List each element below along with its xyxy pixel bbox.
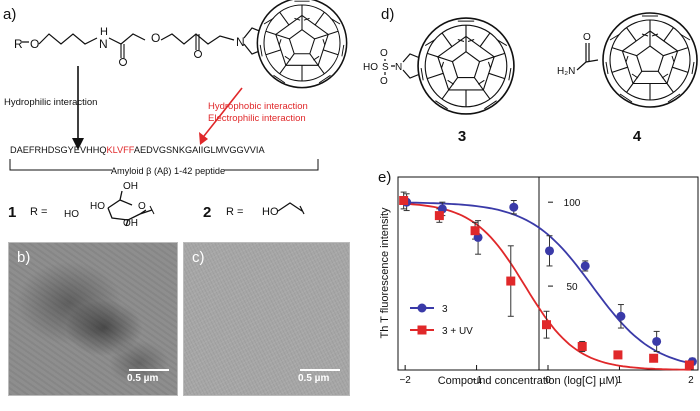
data-point-series-2 (434, 211, 444, 221)
legend-label-series-1: 3 (442, 304, 448, 315)
hydrophilic-arrow-head (72, 138, 84, 150)
data-point-series-1 (652, 336, 662, 346)
compound-4-o-label: O (583, 32, 591, 43)
compound-3-n-label: N (395, 62, 402, 73)
ethyl-bond (277, 202, 305, 215)
scale-bar-b (129, 369, 169, 371)
y-tick-label: 50 (566, 282, 578, 293)
legend-label-series-2: 3 + UV (442, 326, 473, 337)
compound-number-3: 3 (458, 128, 466, 145)
data-point-series-1 (545, 246, 554, 256)
wavy-bond (149, 205, 155, 215)
data-point-series-2 (684, 360, 694, 370)
sequence-part-2: AEDVGSNKGAIIGLMVGGVVIA (134, 145, 266, 155)
compound-3-s-label: S (382, 62, 389, 73)
y-tick-label: 100 (564, 198, 581, 209)
y-ticks: 50 100 (548, 198, 581, 293)
legend-marker-series-1 (417, 303, 427, 313)
glucose-ho-label: HO (64, 209, 79, 220)
fullerene-c60-4 (602, 12, 698, 108)
scale-label-b: 0.5 µm (127, 373, 159, 384)
glucose-oh-label: OH (123, 181, 138, 192)
data-point-series-1 (616, 311, 626, 321)
data-point-series-2 (506, 276, 516, 286)
carbonyl-oxygen (194, 50, 202, 58)
fullerene-c60-3 (417, 17, 515, 115)
compound-4-bonds (576, 43, 629, 73)
oxygen-label: O (151, 31, 160, 45)
compound-3-o-label: O (380, 76, 388, 87)
data-point-series-1 (580, 261, 590, 271)
data-point-series-2 (649, 353, 659, 363)
data-point-series-2 (399, 195, 409, 205)
panel-label-d: d) (381, 6, 394, 23)
x-tick-label: 2 (688, 375, 694, 386)
compound-4-h2n-label: H₂N (557, 66, 575, 77)
x-axis-label: Compound concentration (log[C] µM) (438, 375, 619, 387)
data-point-series-1 (509, 202, 519, 212)
compound-3-structure: HO S O O N (363, 17, 515, 115)
peptide-caption-bg (112, 164, 224, 176)
compound-2-r-label: R = (226, 206, 243, 218)
ethanol-ho-label: HO (262, 206, 279, 218)
sequence-klvff: KLVFF (106, 145, 134, 155)
panel-label-a: a) (3, 6, 16, 23)
linker-molecule: R O N H O N (14, 0, 348, 89)
compound-3-ho-label: HO (363, 62, 378, 73)
compound-number-1: 1 (8, 204, 16, 221)
glucose-ring-oxygen: O (138, 201, 146, 212)
hydrophobic-interaction-label: Hydrophobic interaction (208, 101, 308, 112)
linker-chain-bonds (22, 33, 235, 45)
peptide-caption: Amyloid β (Aβ) 1-42 peptide (111, 166, 225, 176)
compound-1-r-label: R = (30, 206, 47, 218)
compound-3-o-label: O (380, 48, 388, 59)
glucose-ring (107, 190, 153, 227)
oxygen-label: O (30, 37, 39, 51)
panel-label-b: b) (17, 249, 31, 266)
peptide-sequence: DAEFRHDSGYEVHHQKLVFFAEDVGSNKGAIIGLMVGGVV… (10, 145, 265, 155)
data-point-series-2 (542, 320, 551, 330)
glucose-oh-label: OH (123, 218, 138, 229)
tht-chart: −2 −1 0 1 2 50 100 Compound concentration (lo… (379, 176, 699, 387)
data-points (399, 195, 697, 370)
panel-label-c: c) (192, 249, 205, 266)
hydrophobic-arrow (203, 87, 243, 137)
hydrophobic-arrow-head (199, 132, 208, 145)
data-point-series-2 (470, 226, 480, 236)
compound-3-bonds (384, 53, 421, 79)
carbonyl-oxygen (119, 58, 127, 66)
nitrogen-amide-label: N (99, 37, 108, 51)
sequence-part-1: DAEFRHDSGYEVHHQ (10, 145, 106, 155)
legend-marker-series-2 (417, 325, 427, 335)
x-tick-label: −2 (399, 375, 411, 386)
scale-bar-c (300, 369, 340, 371)
data-point-series-2 (577, 342, 587, 352)
x-tick-label: −1 (471, 375, 483, 386)
electrophilic-interaction-label: Electrophilic interaction (208, 113, 306, 124)
fit-curve-series-2 (405, 202, 691, 371)
x-tick-label: 1 (617, 375, 623, 386)
compound-number-2: 2 (203, 204, 211, 221)
hydrogen-label: H (100, 26, 108, 38)
glucose-ho-label: HO (90, 201, 105, 212)
error-bars (400, 191, 696, 368)
r-group-label: R (14, 37, 23, 51)
data-point-series-2 (613, 350, 623, 360)
carbonyl-bonds (120, 34, 200, 58)
compound-4-structure: H₂N O N (557, 12, 698, 108)
hydrophilic-interaction-label: Hydrophilic interaction (4, 97, 97, 108)
fullerene-c60-a (256, 0, 348, 89)
scale-label-c: 0.5 µm (298, 373, 330, 384)
compound-number-4: 4 (633, 128, 642, 145)
tem-image-b: b) 0.5 µm (8, 242, 178, 396)
legend: 3 3 + UV (410, 303, 473, 337)
y-axis-label: Th T fluorescence intensity (379, 207, 391, 339)
tem-image-c: c) 0.5 µm (183, 242, 350, 396)
x-tick-label: 0 (545, 375, 551, 386)
pyrrolidine-nitrogen-label: N (236, 35, 245, 49)
fit-curve-series-1 (405, 201, 692, 365)
panel-label-e: e) (378, 169, 391, 186)
